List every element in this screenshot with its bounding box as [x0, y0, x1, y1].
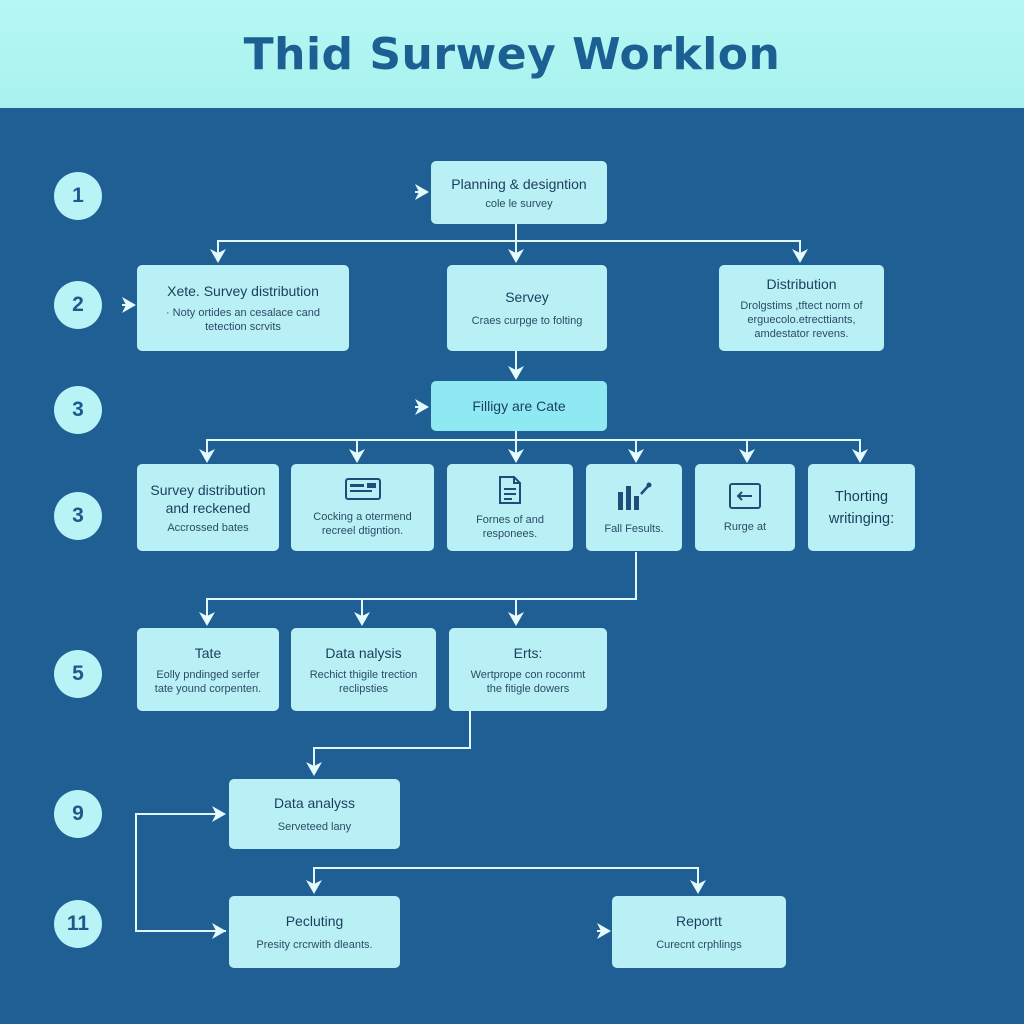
node-title: Filligy are Cate — [472, 398, 566, 414]
node-survey-reckened: Survey distribution and reckened Accross… — [137, 464, 279, 551]
step-badge-11: 11 — [54, 900, 102, 948]
node-rurge: Rurge at — [695, 464, 795, 551]
node-filling: Filligy are Cate — [431, 381, 607, 431]
node-subtitle: Craes curpge to folting — [471, 315, 583, 327]
node-title: Data nalysis — [325, 644, 402, 661]
node-subtitle-line2: responees. — [482, 527, 538, 540]
node-cocking: Cocking a otermend recreel dtigntion. — [291, 464, 434, 551]
node-title: Xete. Survey distribution — [167, 283, 319, 299]
node-subtitle-line1: Cocking a otermend — [313, 510, 412, 523]
node-subtitle-line2: tate yound corpenten. — [154, 682, 262, 695]
node-title: Servey — [505, 289, 549, 305]
node-tate: Tate Eolly pndinged serfer tate yound co… — [137, 628, 279, 711]
node-planning: Planning & designtion cole le survey — [431, 161, 607, 224]
document-icon — [499, 475, 521, 504]
node-title-line2: and reckened — [165, 499, 251, 516]
node-subtitle-line1: Wertprope con roconmt — [470, 668, 586, 681]
node-data-nalysis: Data nalysis Rechict thigile trection re… — [291, 628, 436, 711]
node-survey: Servey Craes curpge to folting — [447, 265, 607, 351]
node-title-line1: Survey distribution — [150, 481, 266, 498]
step-badge-3b: 3 — [54, 492, 102, 540]
node-subtitle-line1: Eolly pndinged serfer — [156, 668, 260, 681]
node-title: Pecluting — [285, 913, 344, 929]
node-subtitle-line2: erguecolo.etrecttiants, — [747, 314, 856, 326]
header-banner: Thid Surwey Worklon — [0, 0, 1024, 108]
back-arrow-box-icon — [729, 482, 761, 509]
node-subtitle-line1: Drolgstims ,tftect norm of — [740, 300, 863, 312]
bar-chart-icon — [618, 482, 652, 510]
step-badge-5: 5 — [54, 650, 102, 698]
node-survey-distribution: Xete. Survey distribution · Noty ortides… — [137, 265, 349, 351]
node-subtitle-line1: Fornes of and — [476, 513, 544, 526]
node-title: Planning & designtion — [451, 175, 587, 192]
node-title: Reportt — [676, 913, 722, 929]
step-badge-2: 2 — [54, 281, 102, 329]
node-pecluting: Pecluting Presity crcrwith dleants. — [229, 896, 400, 968]
node-subtitle-line3: amdestator revens. — [754, 328, 849, 340]
message-card-icon — [344, 477, 381, 500]
node-title: Tate — [194, 644, 222, 661]
node-subtitle: cole le survey — [485, 197, 553, 210]
node-subtitle: Serveteed lany — [277, 821, 352, 833]
node-title: Distribution — [766, 276, 837, 292]
node-subtitle: Accrossed bates — [167, 521, 249, 534]
node-erts: Erts: Wertprope con roconmt the fitigle … — [449, 628, 607, 711]
node-subtitle-line2: the fitigle dowers — [486, 682, 570, 695]
node-title: Erts: — [513, 644, 543, 661]
node-report: Reportt Curecnt crphlings — [612, 896, 786, 968]
node-title: Data analyss — [274, 795, 355, 811]
node-subtitle: Fall Fesults. — [604, 522, 664, 535]
node-data-analyss: Data analyss Serveteed lany — [229, 779, 400, 849]
node-thorting: Thorting writinging: — [808, 464, 915, 551]
node-subtitle-line1: Rechict thigile trection — [309, 668, 418, 681]
node-subtitle-line2: recreel dtigntion. — [321, 524, 404, 537]
node-subtitle: Rurge at — [723, 520, 767, 533]
node-distribution: Distribution Drolgstims ,tftect norm of … — [719, 265, 884, 351]
node-formes: Fornes of and responees. — [447, 464, 573, 551]
diagram-title: Thid Surwey Worklon — [243, 28, 781, 80]
node-title-line1: Thorting — [834, 488, 889, 505]
node-subtitle-line2: reclipsties — [339, 682, 388, 695]
step-badge-3a: 3 — [54, 386, 102, 434]
step-badge-1: 1 — [54, 172, 102, 220]
node-subtitle-line2: tetection scrvits — [205, 321, 281, 333]
node-subtitle-line1: · Noty ortides an cesalace cand — [165, 307, 321, 319]
node-subtitle: Curecnt crphlings — [656, 939, 742, 951]
node-subtitle: Presity crcrwith dleants. — [256, 939, 373, 951]
step-badge-9: 9 — [54, 790, 102, 838]
node-title-line2: writinging: — [828, 510, 895, 527]
node-fall-results: Fall Fesults. — [586, 464, 682, 551]
